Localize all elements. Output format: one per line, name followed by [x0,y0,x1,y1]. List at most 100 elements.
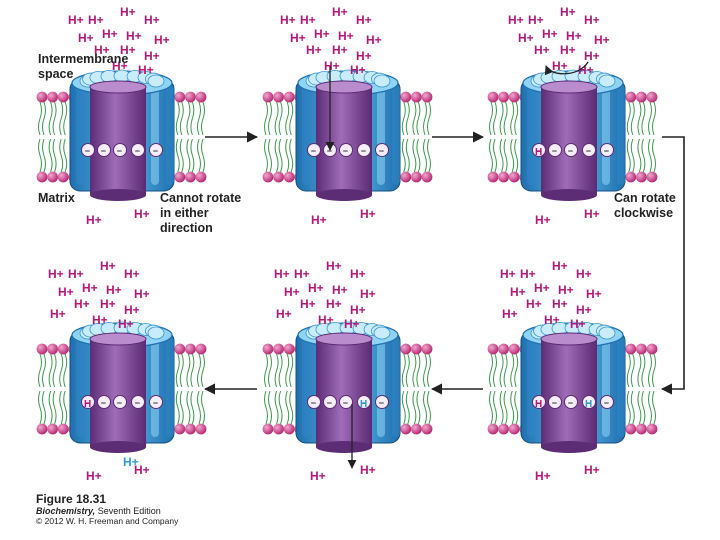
lipid-tail [514,101,519,136]
svg-text:−: − [117,146,122,156]
lipid-head [411,343,422,355]
aspartate-residue [375,395,389,409]
lipid-tail [514,390,519,425]
book-edition: Seventh Edition [95,506,161,516]
lipid-head [195,91,207,103]
lipid-tail [423,101,427,136]
lipid-tail [626,390,631,425]
lipid-tail [412,101,417,136]
matrix-proton: H+ [310,469,326,483]
matrix-proton: H+ [360,463,376,477]
lipid-tail [648,353,652,388]
proton-ion: H+ [284,285,300,299]
lipid-head [36,91,48,103]
lipid-tail [42,138,46,173]
a-subunit-rotor [316,87,372,195]
lipid-tail [268,353,272,388]
lipid-head [498,91,509,103]
lipid-head [421,91,433,103]
aspartate-residue [532,143,546,157]
lipid-tail [264,390,268,425]
svg-text:−: − [568,146,573,156]
matrix-proton: H+ [311,213,327,227]
can-rotate-label-line2: clockwise [614,206,673,220]
proton-ion: H+ [120,5,136,19]
proton-ion: H+ [118,317,134,331]
lipid-tail [499,353,504,388]
c-subunit [302,85,310,185]
rotor-bottom [541,189,597,201]
lipid-tail [641,390,646,425]
lipid-tail [52,101,57,136]
lipid-tail [626,101,631,136]
proton-ion: H+ [138,63,154,77]
lipid-tail [268,101,272,136]
proton-ion: H+ [50,307,66,321]
c-subunit [377,85,385,185]
lipid-tail [179,138,184,173]
proton-ion: H+ [88,13,104,27]
aspartate-residue [307,395,321,409]
matrix-proton: H+ [535,469,551,483]
proton-ion: H+ [332,5,348,19]
c-ring-lobe [373,326,391,340]
lipid-tail [289,138,294,173]
lipid-tail [52,353,57,388]
svg-text:−: − [361,146,366,156]
proton-ion: H+ [74,297,90,311]
lipid-head [636,343,647,355]
aspartate-residue [564,143,578,157]
lipid-head [195,171,207,183]
c-ring-lobe [373,74,391,88]
lipid-tail [648,138,652,173]
lipid-tail [648,390,652,425]
proton-ion: H+ [558,283,574,297]
c-subunit [76,337,84,437]
lipid-tail [42,353,46,388]
lipid-tail [190,390,195,425]
lipid-tail [412,138,417,173]
synthase-panel-3: −−−−−H [487,69,658,201]
lipid-tail [510,353,515,388]
lipid-head [646,343,658,355]
aspartate-residue [548,143,562,157]
lipid-tail [503,353,508,388]
proton-ion: H+ [552,297,568,311]
lipid-tail [63,101,68,136]
proton-ion: H+ [584,13,600,27]
lipid-tail [489,353,493,388]
lipid-head [411,171,422,183]
matrix-proton: H+ [86,213,102,227]
svg-text:−: − [117,398,122,408]
lipid-tail [179,101,184,136]
rotor-top [315,332,373,346]
lipid-head [47,171,58,183]
proton-ion: H+ [124,267,140,281]
lipid-tail [274,138,279,173]
proton-ion: H+ [82,281,98,295]
c-subunit [151,337,159,437]
lipid-tail [59,138,64,173]
proton-ion: H+ [144,13,160,27]
c-subunit [617,85,625,185]
proton-ion: H+ [560,43,576,57]
copyright: © 2012 W. H. Freeman and Company [36,516,179,526]
matrix-label: Matrix [38,191,75,205]
lipid-head [36,171,48,183]
proton-ion: H+ [326,297,342,311]
proton-ion: H+ [78,31,94,45]
proton-ion: H+ [48,267,64,281]
proton-ion: H+ [100,259,116,273]
c-subunit [392,85,400,185]
lipid-head [508,171,520,183]
lipid-tail [499,390,504,425]
lipid-tail [514,138,519,173]
lipid-tail [427,353,431,388]
lipid-tail [637,390,642,425]
lipid-tail [641,138,646,173]
lipid-tail [630,390,635,425]
a-subunit-rotor [316,339,372,447]
cannot-rotate-label-line1: Cannot rotate [160,191,241,205]
lipid-head [185,343,196,355]
